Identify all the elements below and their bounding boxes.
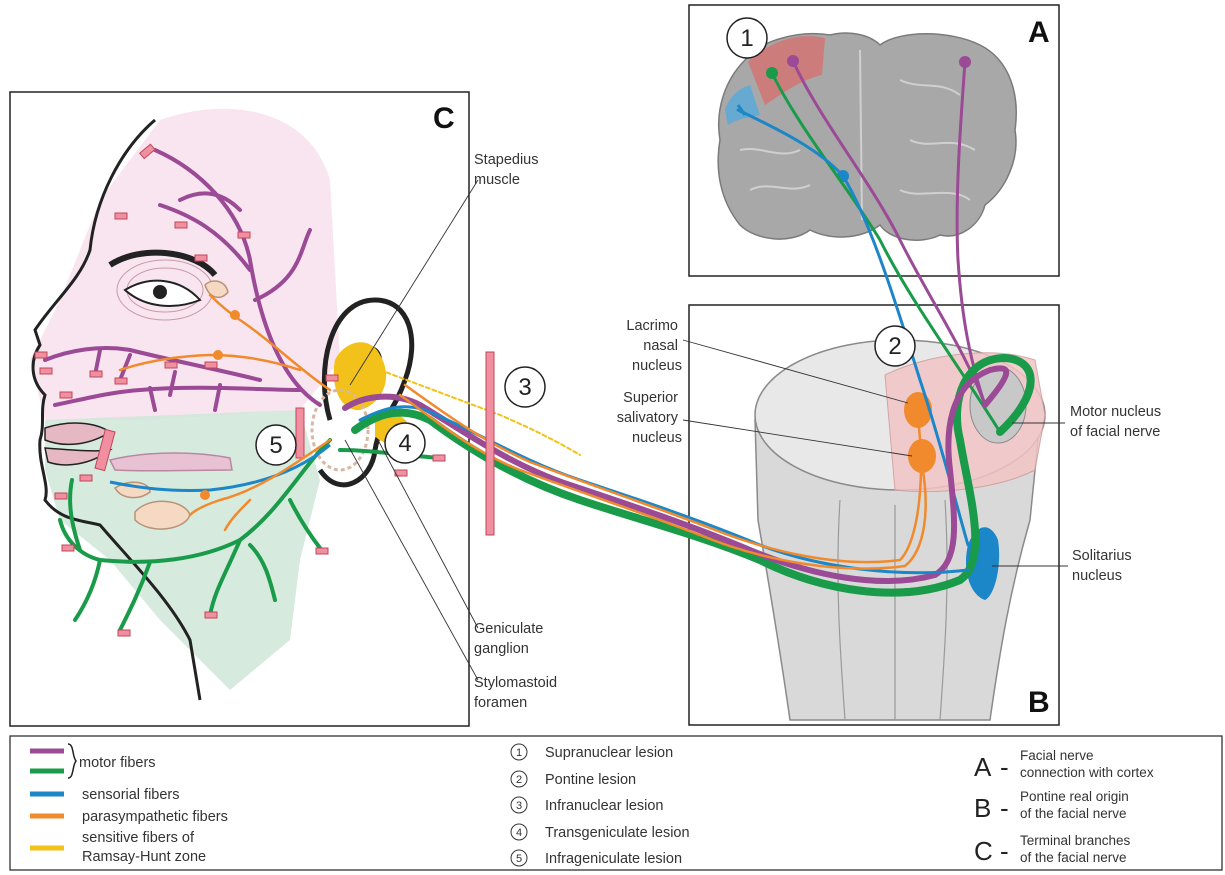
lesion-5-bar (296, 408, 304, 458)
legend-label-sensorial: sensorial fibers (82, 787, 180, 803)
legend-lesion-3: Infranuclear lesion (545, 798, 664, 814)
svg-text:3: 3 (516, 800, 522, 812)
lesion-marker-4: 4 (385, 423, 425, 463)
lesion-marker-2: 2 (875, 326, 915, 366)
lesion-marker-5: 5 (256, 425, 296, 465)
tongue-shape (110, 453, 232, 471)
svg-text:1: 1 (516, 747, 522, 759)
label-motor-nucleus: Motor nucleus of facial nerve (1070, 404, 1165, 440)
legend-lesion-5: Infrageniculate lesion (545, 851, 682, 867)
svg-text:-: - (1000, 752, 1009, 782)
lesion-marker-3: 3 (505, 367, 545, 407)
svg-text:3: 3 (518, 374, 531, 401)
legend-label-motor: motor fibers (79, 755, 156, 771)
svg-text:C: C (974, 836, 993, 866)
svg-text:-: - (1000, 836, 1009, 866)
svg-text:2: 2 (516, 774, 522, 786)
legend-lesion-4: Transgeniculate lesion (545, 825, 690, 841)
svg-text:B: B (974, 793, 991, 823)
label-stapedius: Stapedius muscle (474, 152, 543, 188)
legend-lesion-2: Pontine lesion (545, 772, 636, 788)
panel-b-letter: B (1028, 686, 1050, 719)
svg-text:A: A (974, 752, 992, 782)
panel-c-letter: C (433, 102, 455, 135)
label-stylomastoid: Stylomastoid foramen (474, 675, 561, 711)
lesion-marker-1: 1 (727, 18, 767, 58)
label-lacrimo-nasal: Lacrimo nasal nucleus (626, 318, 682, 374)
svg-text:5: 5 (269, 432, 282, 459)
label-superior-salivatory: Superior salivatory nucleus (617, 390, 682, 446)
legend-lesion-1: Supranuclear lesion (545, 745, 673, 761)
legend-label-parasympathetic: parasympathetic fibers (82, 809, 228, 825)
svg-text:4: 4 (398, 430, 411, 457)
panel-a-letter: A (1028, 16, 1050, 49)
svg-text:5: 5 (516, 853, 522, 865)
svg-text:2: 2 (888, 333, 901, 360)
svg-text:4: 4 (516, 827, 522, 839)
lesion-3-bar (486, 352, 494, 535)
svg-text:-: - (1000, 793, 1009, 823)
legend: motor fibers sensorial fibers parasympat… (10, 736, 1222, 870)
label-solitarius: Solitarius nucleus (1072, 548, 1136, 584)
svg-text:1: 1 (740, 25, 753, 52)
label-geniculate: Geniculate ganglion (474, 621, 547, 657)
